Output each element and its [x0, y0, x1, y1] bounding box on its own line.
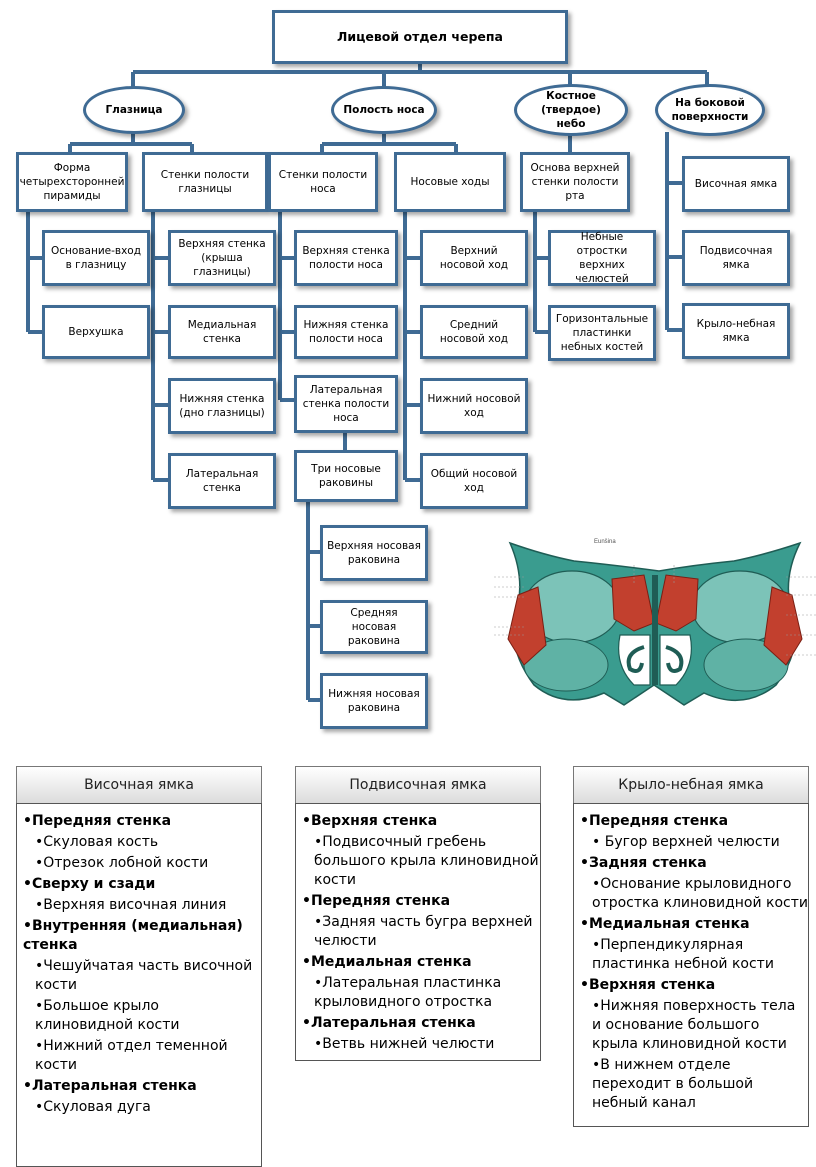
panel-item: •Скуловая дуга — [35, 1099, 151, 1115]
panel-item: •Передняя стенка — [302, 893, 451, 909]
panel-pterygopalatine-fossa: Крыло-небная ямка •Передняя стенка • Буг… — [573, 766, 809, 1127]
category-orbit: Глазница — [83, 86, 185, 134]
panel-item: •Отрезок лобной кости — [35, 855, 209, 871]
orbit-medial-wall: Медиальная стенка — [168, 305, 276, 359]
panel-item: •Медиальная стенка — [580, 916, 750, 932]
panel-body: •Передняя стенка • Бугор верхней челюсти… — [573, 803, 809, 1127]
panel-item: •Латеральная пластинка крыловидного отро… — [314, 975, 502, 1010]
panel-item: •Основание крыловидного отростка клинови… — [592, 876, 809, 911]
nasal-upper-wall: Верхняя стенка полости носа — [294, 230, 398, 286]
concha-lower: Нижняя носовая раковина — [320, 673, 428, 729]
panel-item: •Латеральная стенка — [23, 1078, 197, 1094]
skull-illustration: Eunšina — [494, 535, 816, 715]
orbit-lower-wall: Нижняя стенка (дно глазницы) — [168, 378, 276, 434]
orbit-form: Форма четырехсторонней пирамиды — [16, 152, 128, 212]
panel-item: •Чешуйчатая часть височной кости — [35, 958, 253, 993]
fossa-infratemporal: Подвисочная ямка — [682, 230, 790, 286]
palate-plates: Горизонтальные пластинки небных костей — [548, 305, 656, 361]
passage-upper: Верхний носовой ход — [420, 230, 528, 286]
passage-common: Общий носовой ход — [420, 453, 528, 509]
panel-item: •Большое крыло клиновидной кости — [35, 998, 180, 1033]
orbit-walls: Стенки полости глазницы — [142, 152, 268, 212]
panel-item: •Задняя стенка — [580, 855, 707, 871]
panel-item: •Латеральная стенка — [302, 1015, 476, 1031]
palate-processes: Небные отростки верхних челюстей — [548, 230, 656, 286]
category-lateral: На боковой поверхности — [655, 84, 765, 136]
palate-base: Основа верхней стенки полости рта — [520, 152, 630, 212]
panel-title: Височная ямка — [16, 766, 262, 803]
orbit-lateral-wall: Латеральная стенка — [168, 453, 276, 509]
nasal-passages: Носовые ходы — [394, 152, 506, 212]
panel-title: Подвисочная ямка — [295, 766, 541, 803]
panel-item: • Бугор верхней челюсти — [592, 834, 780, 850]
passage-middle: Средний носовой ход — [420, 305, 528, 359]
panel-item: •Передняя стенка — [23, 813, 172, 829]
panel-item: •В нижнем отделе переходит в большой неб… — [592, 1057, 754, 1111]
panel-temporal-fossa: Височная ямка •Передняя стенка •Скуловая… — [16, 766, 262, 1167]
nasal-lower-wall: Нижняя стенка полости носа — [294, 305, 398, 359]
panel-title: Крыло-небная ямка — [573, 766, 809, 803]
nasal-lateral-wall: Латеральная стенка полости носа — [294, 375, 398, 433]
nasal-walls: Стенки полости носа — [268, 152, 378, 212]
panel-item: •Передняя стенка — [580, 813, 729, 829]
panel-item: •Медиальная стенка — [302, 954, 472, 970]
panel-item: •Задняя часть бугра верхней челюсти — [314, 914, 533, 949]
panel-infratemporal-fossa: Подвисочная ямка •Верхняя стенка •Подвис… — [295, 766, 541, 1061]
panel-body: •Верхняя стенка •Подвисочный гребень бол… — [295, 803, 541, 1061]
concha-upper: Верхняя носовая раковина — [320, 525, 428, 581]
category-palate: Костное (твердое) небо — [514, 84, 628, 136]
orbit-base: Основание-вход в глазницу — [42, 230, 150, 286]
fossa-pterygopalatine: Крыло-небная ямка — [682, 303, 790, 359]
concha-middle: Средняя носовая раковина — [320, 600, 428, 654]
panel-item: •Перпендикулярная пластинка небной кости — [592, 937, 774, 972]
root-box: Лицевой отдел черепа — [272, 10, 568, 64]
panel-item: •Внутренняя (медиальная) стенка — [23, 918, 243, 953]
nasal-conchae: Три носовые раковины — [294, 450, 398, 502]
panel-item: •Верхняя височная линия — [35, 897, 227, 913]
panel-item: •Верхняя стенка — [302, 813, 438, 829]
panel-body: •Передняя стенка •Скуловая кость •Отрезо… — [16, 803, 262, 1167]
panel-item: •Верхняя стенка — [580, 977, 716, 993]
panel-item: •Сверху и сзади — [23, 876, 156, 892]
orbit-upper-wall: Верхняя стенка (крыша глазницы) — [168, 230, 276, 286]
panel-item: •Нижняя поверхность тела и основание бол… — [592, 998, 796, 1052]
fossa-temporal: Височная ямка — [682, 156, 790, 212]
orbit-apex: Верхушка — [42, 305, 150, 359]
category-nasal: Полость носа — [331, 86, 437, 134]
panel-item: •Скуловая кость — [35, 834, 159, 850]
panel-item: •Подвисочный гребень большого крыла клин… — [314, 834, 539, 888]
panel-item: •Ветвь нижней челюсти — [314, 1036, 495, 1052]
panel-item: •Нижний отдел теменной кости — [35, 1038, 228, 1073]
passage-lower: Нижний носовой ход — [420, 378, 528, 434]
skull-caption: Eunšina — [594, 539, 616, 545]
